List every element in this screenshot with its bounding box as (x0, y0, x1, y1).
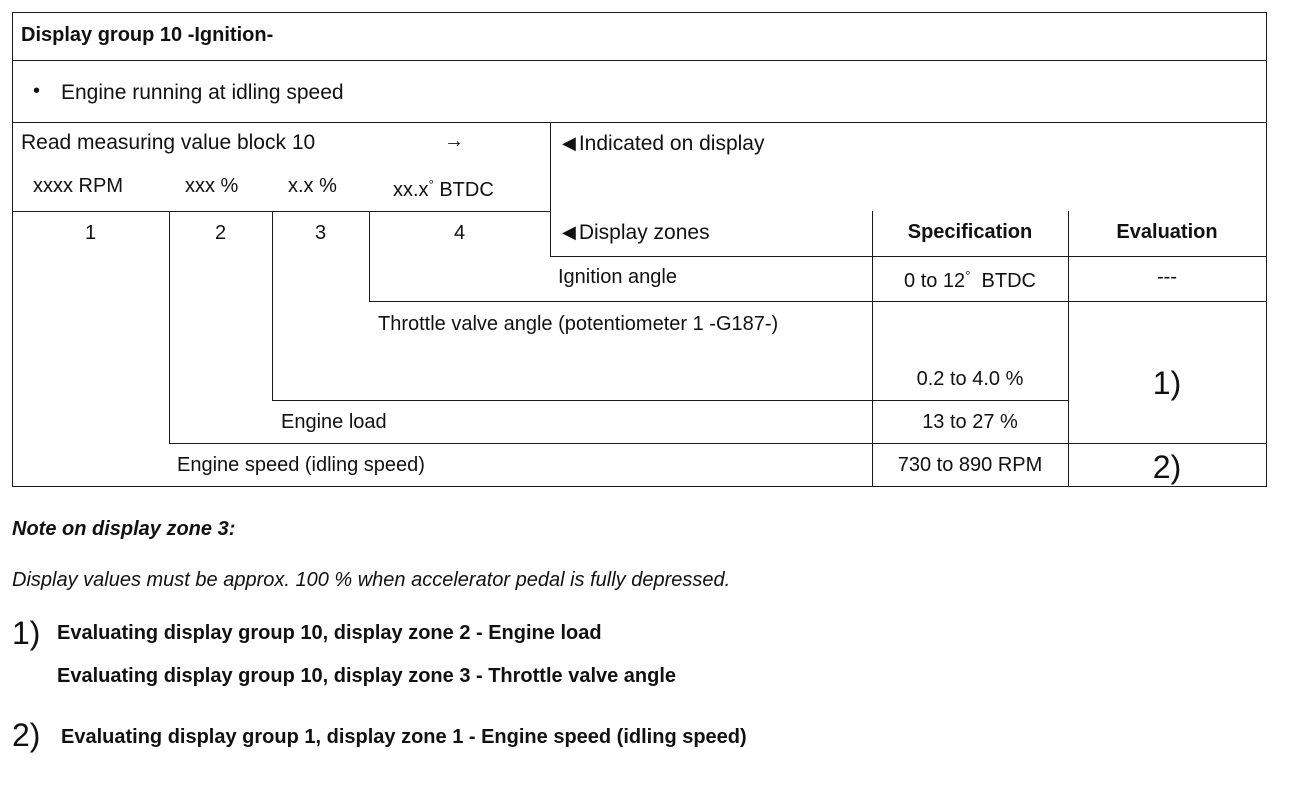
page-title: Display group 10 -Ignition- (21, 24, 274, 46)
footnote-marker-1: 1) (12, 615, 41, 651)
zone-number-2: 2 (214, 222, 227, 244)
line-under-throttle (272, 400, 1069, 401)
note-text: Display values must be approx. 100 % whe… (12, 569, 731, 591)
footnote-1-line-1: Evaluating display group 10, display zon… (57, 622, 602, 644)
footnote-marker-2: 2) (12, 717, 41, 753)
line-eval-left (1068, 211, 1069, 487)
table-border-bottom (12, 486, 1267, 487)
engine-speed-spec: 730 to 890 RPM (897, 454, 1043, 476)
condition-text: Engine running at idling speed (61, 81, 344, 104)
table-border-top (12, 12, 1267, 13)
line-zone-1-2 (169, 211, 170, 444)
ignition-angle-eval: --- (1157, 266, 1177, 288)
table-border-left (12, 12, 13, 487)
footnote-1-line-2: Evaluating display group 10, display zon… (57, 665, 677, 687)
bullet-icon: • (33, 80, 41, 102)
read-value-2: xxx % (185, 175, 239, 197)
zone-number-1: 1 (84, 222, 97, 244)
throttle-valve-spec: 0.2 to 4.0 % (916, 368, 1024, 390)
read-value-4-number: xx.x (393, 179, 429, 201)
read-value-4-unit: BTDC (439, 179, 494, 201)
zone-number-4: 4 (453, 222, 466, 244)
line-under-load (169, 443, 1267, 444)
note-title: Note on display zone 3: (12, 518, 236, 540)
display-zones-label: ◀Display zones (562, 221, 710, 245)
engine-load-spec: 13 to 27 % (922, 411, 1018, 433)
degree-symbol: ° (428, 177, 434, 192)
indicated-text: Indicated on display (578, 132, 765, 155)
ignition-angle-label: Ignition angle (558, 266, 677, 288)
evaluation-ref-1: 1) (1152, 365, 1182, 401)
read-value-3: x.x % (288, 175, 337, 197)
evaluation-ref-2: 2) (1152, 449, 1182, 485)
line-under-title (12, 60, 1267, 61)
line-under-ignition (369, 301, 1267, 302)
line-zone-3-4 (369, 211, 370, 302)
ignition-spec-value: 0 to 12 (904, 270, 966, 292)
specification-header: Specification (907, 221, 1033, 243)
read-value-4: xx.x° BTDC (393, 177, 494, 202)
line-zone-2-3 (272, 211, 273, 401)
engine-speed-label: Engine speed (idling speed) (177, 454, 425, 476)
table-border-right (1266, 12, 1267, 487)
ignition-spec-unit: BTDC (981, 270, 1036, 292)
display-zones-text: Display zones (578, 221, 710, 244)
triangle-left-icon: ◀ (562, 133, 576, 153)
line-under-headers (550, 256, 1267, 257)
degree-symbol: ° (965, 268, 971, 283)
throttle-valve-label: Throttle valve angle (potentiometer 1 -G… (378, 313, 779, 335)
line-read-block-divider (550, 122, 551, 256)
arrow-right-icon: → (444, 130, 464, 152)
read-value-1: xxxx RPM (33, 175, 123, 197)
engine-load-label: Engine load (281, 411, 387, 433)
evaluation-header: Evaluation (1116, 221, 1218, 243)
line-spec-left (872, 211, 873, 487)
line-under-read-values (12, 211, 551, 212)
triangle-left-icon: ◀ (562, 222, 576, 242)
indicated-on-display: ◀Indicated on display (562, 132, 764, 156)
read-block-label: Read measuring value block 10 (21, 131, 316, 154)
ignition-angle-spec: 0 to 12° BTDC (872, 268, 1068, 293)
footnote-2-line-1: Evaluating display group 1, display zone… (61, 726, 747, 748)
zone-number-3: 3 (314, 222, 327, 244)
line-under-condition (12, 122, 1267, 123)
